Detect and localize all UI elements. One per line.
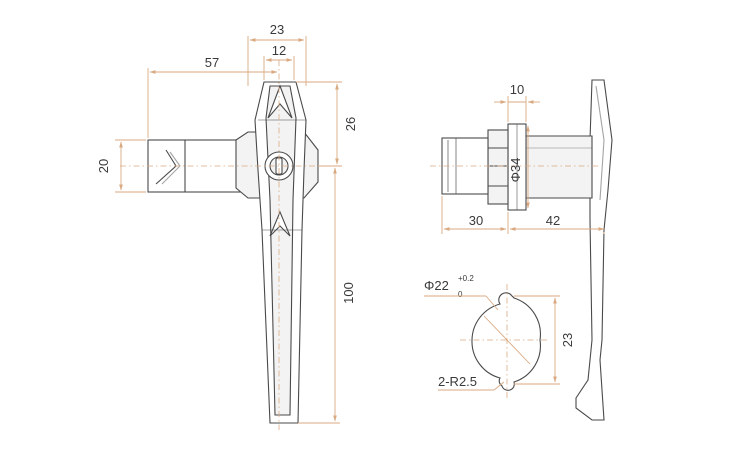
dim-radius: 2-R2.5 <box>438 374 505 391</box>
front-view: 23 12 57 26 20 <box>96 22 358 430</box>
dim-label-phi22: Φ22 <box>424 278 449 293</box>
dim-label-20: 20 <box>96 159 111 173</box>
dim-label-23-top: 23 <box>270 22 284 37</box>
dim-label-42: 42 <box>546 213 560 228</box>
nut-side <box>487 129 509 205</box>
dim-label-23-right: 23 <box>560 333 575 347</box>
tolerance-lower: 0 <box>458 290 463 299</box>
dim-57: 57 <box>147 55 278 138</box>
dim-23-right: 23 <box>514 295 575 385</box>
dim-label-57: 57 <box>205 55 219 70</box>
dim-label-10: 10 <box>510 82 524 97</box>
dim-phi34: Φ34 <box>508 125 530 209</box>
handle-body <box>254 81 307 424</box>
shaft <box>525 135 593 199</box>
dim-label-12: 12 <box>272 43 286 58</box>
dim-label-100: 100 <box>341 282 356 304</box>
dim-10: 10 <box>494 82 540 122</box>
dim-label-30: 30 <box>469 213 483 228</box>
tolerance-upper: +0.2 <box>458 274 474 283</box>
dim-30-42: 30 42 <box>441 196 605 234</box>
dim-label-phi34: Φ34 <box>508 158 523 183</box>
dim-12: 12 <box>263 43 295 80</box>
side-view: 10 Φ34 30 42 <box>430 79 613 421</box>
dim-label-radius: 2-R2.5 <box>438 374 477 389</box>
dim-phi22: Φ22 +0.2 0 <box>424 274 499 311</box>
dim-20: 20 <box>96 139 146 193</box>
dim-label-26: 26 <box>343 117 358 131</box>
dim-23-top: 23 <box>247 22 307 86</box>
handle-profile <box>575 79 613 421</box>
dim-26: 26 <box>296 81 358 167</box>
panel-cutout-view: Φ22 +0.2 0 23 2-R2.5 <box>424 274 575 400</box>
dim-100: 100 <box>298 167 356 424</box>
cutout-outline <box>471 292 541 391</box>
